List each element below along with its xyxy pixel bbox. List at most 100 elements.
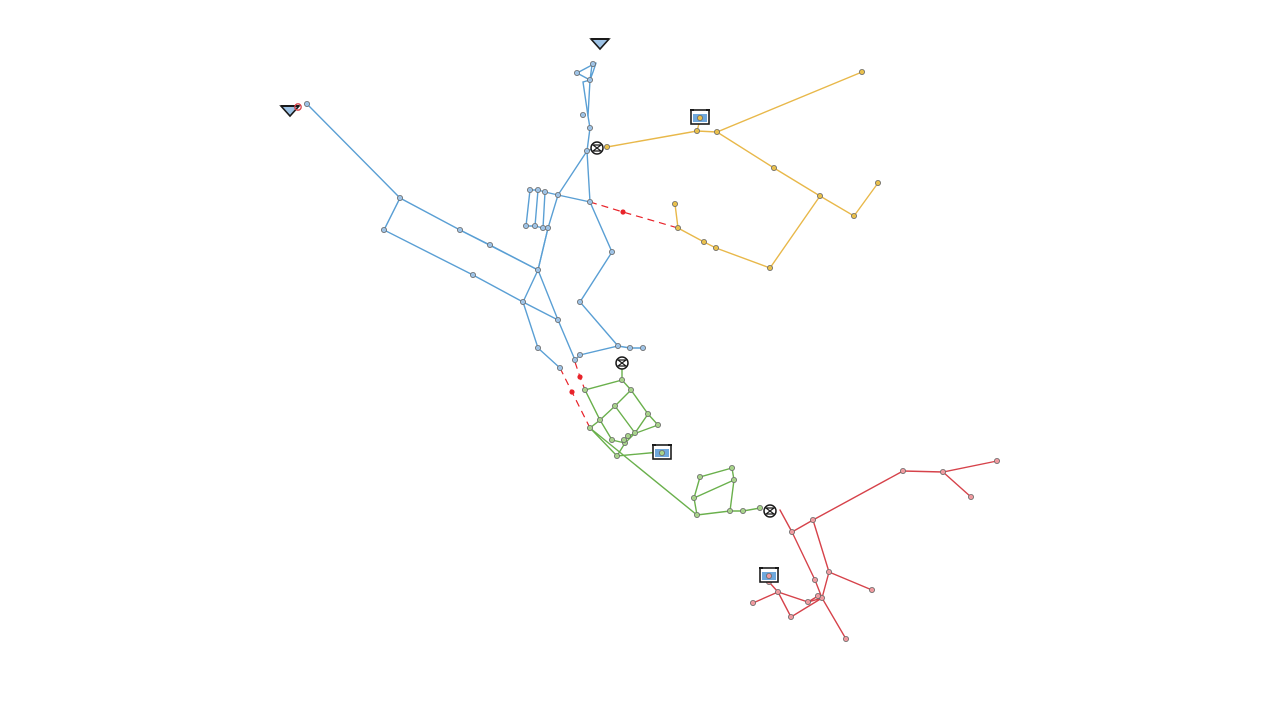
junction-node-blue[interactable] (469, 271, 476, 278)
junction-node-blue[interactable] (587, 198, 594, 205)
junction-node-red[interactable] (775, 589, 782, 596)
junction-node-green[interactable] (740, 507, 747, 514)
pipe-yellow[interactable] (606, 71, 863, 148)
pipe-blue[interactable] (544, 191, 619, 347)
pipe-red[interactable] (791, 531, 847, 640)
junction-node-green[interactable] (645, 410, 652, 417)
junction-node-blue[interactable] (545, 224, 552, 231)
junction-node-red[interactable] (843, 636, 850, 643)
junction-node-green[interactable] (731, 476, 738, 483)
junction-node-blue[interactable] (542, 188, 549, 195)
junction-node-yellow[interactable] (817, 192, 824, 199)
pipe-green[interactable] (614, 405, 636, 434)
junction-node-blue[interactable] (535, 266, 542, 273)
tank-icon[interactable] (652, 444, 672, 460)
junction-node-green[interactable] (727, 507, 734, 514)
tank-icon[interactable] (690, 109, 710, 125)
junction-node-green[interactable] (582, 386, 589, 393)
junction-node-green[interactable] (612, 402, 619, 409)
junction-node-red[interactable] (815, 593, 822, 600)
junction-node-blue[interactable] (527, 186, 534, 193)
junction-node-red[interactable] (869, 587, 876, 594)
junction-node-yellow[interactable] (859, 69, 866, 76)
junction-node-yellow[interactable] (713, 244, 720, 251)
junction-node-blue[interactable] (587, 125, 594, 132)
pipe-red[interactable] (812, 519, 873, 591)
tank-icon[interactable] (759, 567, 779, 583)
junction-node-red[interactable] (810, 517, 817, 524)
pipe-red[interactable] (779, 460, 998, 533)
pipe-blue[interactable] (522, 227, 559, 321)
junction-node-yellow[interactable] (675, 224, 682, 231)
junction-node-blue[interactable] (577, 351, 584, 358)
junction-node-green[interactable] (609, 436, 616, 443)
junction-node-red[interactable] (789, 529, 796, 536)
valve-icon[interactable] (615, 356, 629, 370)
valve-icon[interactable] (763, 504, 777, 518)
pipe-blue[interactable] (534, 189, 546, 229)
closed-pipe[interactable] (589, 201, 679, 229)
junction-node-blue[interactable] (520, 298, 527, 305)
junction-node-red[interactable] (750, 600, 757, 607)
junction-node-blue[interactable] (380, 226, 387, 233)
junction-node-blue[interactable] (587, 77, 594, 84)
junction-node-red[interactable] (940, 468, 947, 475)
junction-node-green[interactable] (697, 473, 704, 480)
junction-node-red[interactable] (826, 569, 833, 576)
junction-node-blue[interactable] (523, 222, 530, 229)
pipe-red[interactable] (942, 471, 972, 498)
junction-node-blue[interactable] (640, 344, 647, 351)
junction-node-blue[interactable] (535, 344, 542, 351)
junction-node-red[interactable] (812, 577, 819, 584)
junction-node-blue[interactable] (555, 191, 562, 198)
pipe-blue[interactable] (383, 197, 561, 369)
pipe-blue[interactable] (586, 150, 591, 203)
junction-node-blue[interactable] (577, 298, 584, 305)
junction-node-blue[interactable] (584, 147, 591, 154)
closed-valve-node[interactable] (577, 374, 583, 380)
junction-node-green[interactable] (691, 494, 698, 501)
junction-node-blue[interactable] (532, 222, 539, 229)
pipe-blue[interactable] (576, 63, 593, 82)
closed-valve-node[interactable] (620, 209, 626, 215)
junction-node-yellow[interactable] (701, 238, 708, 245)
junction-node-yellow[interactable] (694, 127, 701, 134)
junction-node-blue[interactable] (615, 342, 622, 349)
junction-node-green[interactable] (632, 429, 639, 436)
junction-node-green[interactable] (614, 452, 621, 459)
pipe-yellow[interactable] (674, 195, 821, 269)
junction-node-green[interactable] (619, 376, 626, 383)
closed-pipe[interactable] (559, 367, 591, 429)
junction-node-blue[interactable] (456, 226, 463, 233)
junction-node-red[interactable] (900, 467, 907, 474)
junction-node-blue[interactable] (535, 186, 542, 193)
junction-node-green[interactable] (628, 386, 635, 393)
junction-node-blue[interactable] (590, 61, 597, 68)
junction-node-blue[interactable] (574, 70, 581, 77)
pipe-yellow[interactable] (716, 131, 879, 217)
junction-node-yellow[interactable] (771, 164, 778, 171)
junction-node-red[interactable] (788, 614, 795, 621)
junction-node-blue[interactable] (580, 112, 587, 119)
junction-node-green[interactable] (621, 436, 628, 443)
junction-node-blue[interactable] (555, 316, 562, 323)
junction-node-green[interactable] (625, 432, 632, 439)
junction-node-blue[interactable] (572, 356, 579, 363)
junction-node-red[interactable] (968, 493, 975, 500)
junction-node-green[interactable] (597, 416, 604, 423)
reservoir-icon[interactable] (279, 103, 302, 118)
junction-node-yellow[interactable] (672, 200, 679, 207)
pipe-green[interactable] (693, 479, 735, 499)
junction-node-blue[interactable] (486, 241, 493, 248)
pipe-blue[interactable] (306, 103, 644, 362)
junction-node-blue[interactable] (540, 224, 547, 231)
reservoir-icon[interactable] (589, 38, 611, 51)
pipe-blue[interactable] (587, 79, 591, 117)
junction-node-green[interactable] (587, 424, 594, 431)
pipe-blue[interactable] (459, 62, 597, 272)
junction-node-red[interactable] (994, 457, 1001, 464)
junction-node-yellow[interactable] (851, 212, 858, 219)
valve-icon[interactable] (590, 141, 604, 155)
junction-node-blue[interactable] (609, 248, 616, 255)
